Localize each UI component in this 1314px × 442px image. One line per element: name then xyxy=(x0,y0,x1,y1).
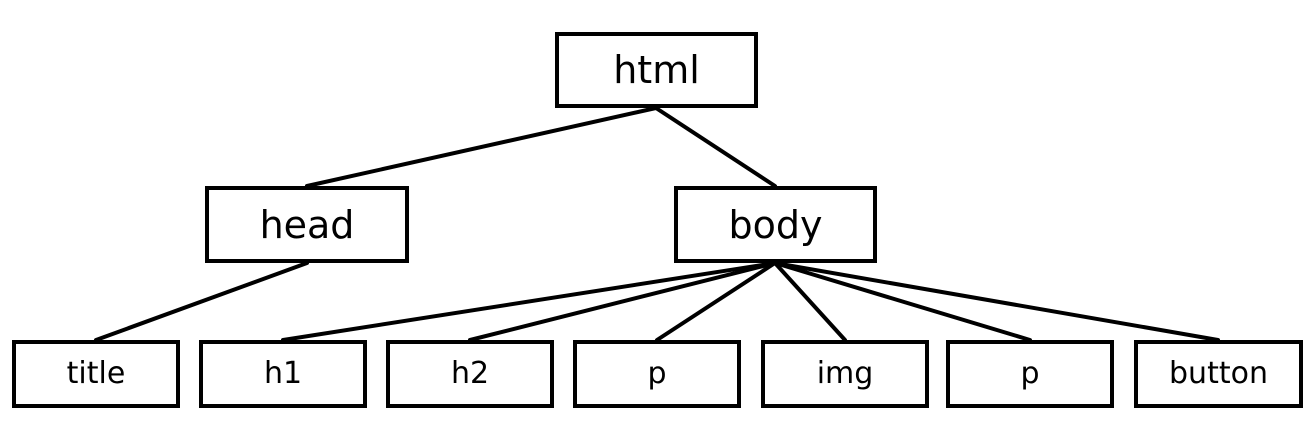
edge-head-title xyxy=(94,261,309,342)
node-p: p xyxy=(573,340,741,408)
node-img: img xyxy=(761,340,929,408)
edge-body-img xyxy=(773,261,847,342)
node-html-label: html xyxy=(613,48,700,92)
node-p-second-label: p xyxy=(1020,356,1040,391)
node-p-second: p xyxy=(946,340,1114,408)
edge-body-p2 xyxy=(773,261,1032,342)
node-h2-label: h2 xyxy=(450,356,490,391)
node-p-label: p xyxy=(647,356,667,391)
edge-body-p xyxy=(655,261,777,342)
edge-html-body xyxy=(654,106,777,188)
edge-html-head xyxy=(305,106,658,188)
edge-body-h1 xyxy=(281,261,777,342)
node-head-label: head xyxy=(259,202,355,247)
node-body-label: body xyxy=(728,202,823,247)
node-h1: h1 xyxy=(199,340,367,408)
node-img-label: img xyxy=(816,356,874,391)
node-title-label: title xyxy=(66,356,126,391)
edge-body-button xyxy=(773,261,1220,342)
node-h1-label: h1 xyxy=(263,356,303,391)
node-head: head xyxy=(205,186,409,263)
node-button: button xyxy=(1134,340,1303,408)
node-title: title xyxy=(12,340,180,408)
node-h2: h2 xyxy=(386,340,554,408)
node-button-label: button xyxy=(1169,356,1268,391)
edge-body-h2 xyxy=(468,261,777,342)
node-body: body xyxy=(674,186,877,263)
node-html: html xyxy=(555,32,758,108)
